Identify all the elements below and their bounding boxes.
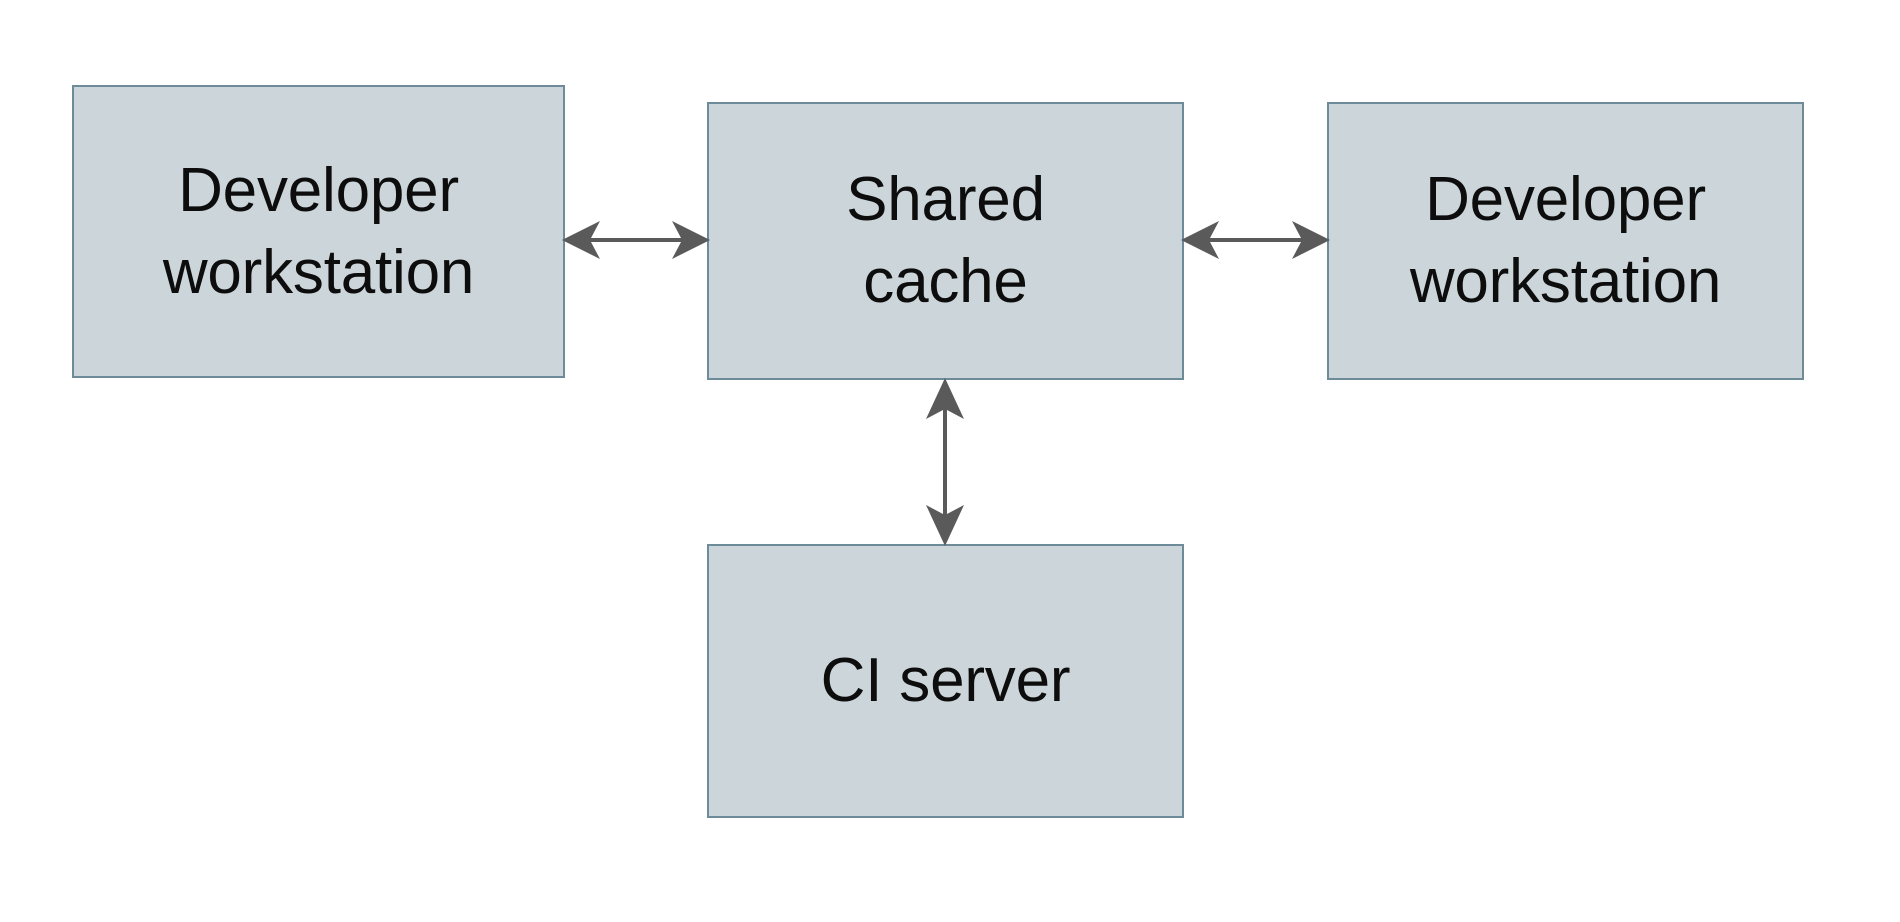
node-developer-workstation-left[interactable]: Developer workstation — [72, 85, 565, 378]
edge-developer-left-to-shared-cache — [562, 221, 710, 259]
node-label: CI server — [820, 646, 1071, 716]
node-label: Developer workstation — [1409, 165, 1722, 316]
node-ci-server[interactable]: CI server — [707, 544, 1184, 818]
edge-shared-cache-to-ci-server — [926, 378, 964, 546]
node-label: Shared cache — [846, 165, 1045, 316]
node-label: Developer workstation — [162, 155, 475, 307]
edge-shared-cache-to-developer-right — [1181, 221, 1330, 259]
node-developer-workstation-right[interactable]: Developer workstation — [1327, 102, 1804, 380]
node-shared-cache[interactable]: Shared cache — [707, 102, 1184, 380]
